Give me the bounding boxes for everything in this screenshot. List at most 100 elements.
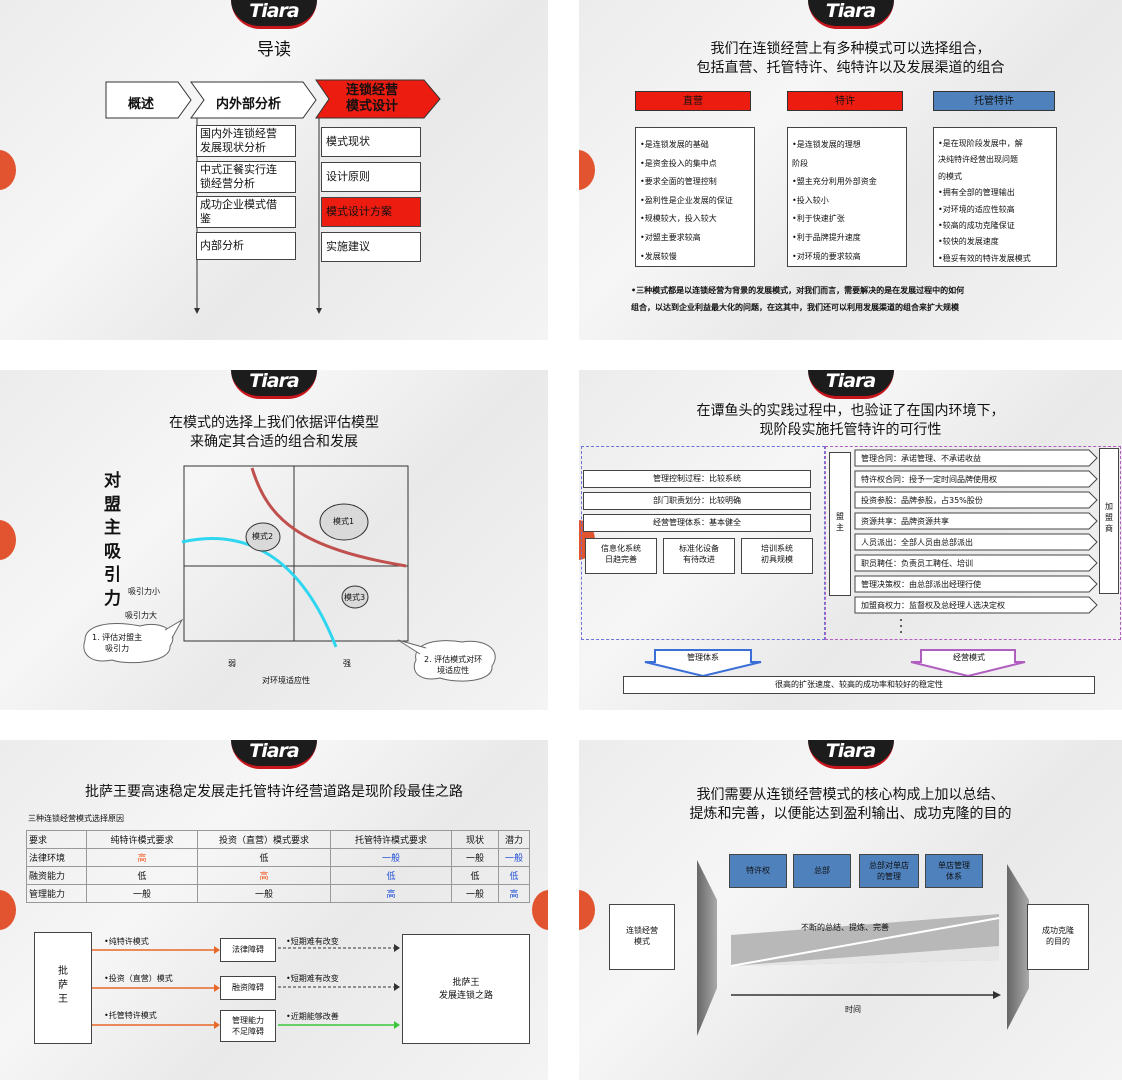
reason-table: 要求 纯特许模式要求 投资（直营）模式要求 托管特许模式要求 现状 潜力 法律环… [26,830,530,903]
tiara-logo: Tiara [231,370,317,399]
slide-title: 导读 [257,40,291,60]
small-box-1: 信息化系统 日趋完善 [585,538,657,574]
ops-arrow [910,649,1026,678]
callout-1: 1. 评估对盟主 吸引力 [92,633,143,653]
tiara-logo: Tiara [807,740,894,769]
slide-title: 在模式的选择上我们依据评估模型 来确定其合适的组合和发展 [169,415,379,450]
yaxis-label: 对 盟 主 吸 引 力 [104,471,121,609]
tiara-logo: Tiara [807,370,894,399]
table-subtitle: 三种连锁经营模式选择原因 [28,814,124,823]
orange-dot-right [532,890,548,930]
large-attraction: 吸引力大 [125,611,157,620]
right-arrows [644,449,1098,678]
right-item-5: 人员派出：全部人员由总部派出 [861,538,973,547]
small-box-2: 标准化设备 有待改进 [663,538,735,574]
analysis-chevron [190,81,317,119]
table-row: 管理能力 一般 一般 高 一般 高 [26,884,530,903]
top-box-2: 总部 [793,854,851,888]
slide-modes: Tiara 我们在连锁经营上有多种模式可以选择组合， 包括直营、托管特许、纯特许… [579,0,1122,340]
guide-diagram [105,79,441,314]
right-item-2: 特许权合同：授予一定时间品牌使用权 [861,475,997,484]
orange-dot-left [0,890,16,930]
time-label: 时间 [845,1005,861,1014]
tiara-logo: Tiara [231,0,317,29]
barrier-flow [92,944,400,1029]
top-box-1: 特许权 [729,854,787,888]
mode-1: •纯特许模式 [104,937,149,946]
right-item-8: 加盟商权力：监督权及总经理人选决定权 [861,601,1005,610]
left-box: 连锁经营 模式 [609,904,675,970]
outcome-2: •短期难有改变 [286,974,339,983]
callout-2: 2. 评估模式对环 境适应性 [424,655,483,675]
mode3-label: 模式3 [344,593,366,602]
right-item-6: 职员聘任：负责员工聘任、培训 [861,559,973,568]
slide-practice: Tiara 在谭鱼头的实践过程中，也验证了在国内环境下， 现阶段实施托管特许的可… [579,370,1122,710]
overview-chevron [105,81,192,119]
table-header: 要求 纯特许模式要求 投资（直营）模式要求 托管特许模式要求 现状 潜力 [26,830,530,849]
right-item-2: 设计原则 [321,162,421,192]
left-item-3: 经营管理体系：基本健全 [583,514,811,532]
orange-dot-left [579,890,595,930]
tiara-logo: Tiara [807,0,894,29]
orange-dot-left [579,150,595,190]
mid-label: 不断的总结、提炼、完善 [801,923,889,932]
top-box-3: 总部对单店 的管理 [859,854,919,888]
pizza-king-box: 批 萨 王 [34,932,92,1044]
design-label: 连锁经营 模式设计 [346,83,399,114]
mode-2: •投资（直营）模式 [104,974,173,983]
orange-dot-left [0,150,16,190]
bottom-result: 很高的扩张速度、较高的成功率和较好的稳定性 [623,676,1095,694]
barrier-3: 管理能力 不足障碍 [220,1010,276,1042]
overview-label: 概述 [128,97,155,112]
col-direct-list: •是连锁发展的基础•是资金投入的集中点•要求全面的管理控制•盈利性是企业发展的保… [635,127,755,267]
right-item-7: 管理决策权：由总部派出经理行使 [861,580,981,589]
ops-arrow-label: 经营模式 [953,653,985,662]
left-item-2: 中式正餐实行连 锁经营分析 [196,161,296,193]
summary-note: •三种模式都是以连锁经营为背景的发展模式，对我们而言，需要解决的是在发展过程中的… [631,286,965,312]
mode-3: •托管特许模式 [104,1011,157,1020]
slide-guide: Tiara 导读 概述 内外部分析 连锁经营 模式设计 国内外连锁经营 发展现状… [0,0,548,340]
col-franchise-header: 特许 [787,91,903,111]
slide-title: 我们需要从连锁经营模式的核心构成上加以总结、 提炼和完善，以便能达到盈利输出、成… [689,787,1012,822]
franchisee-box: 加 盟 商 [1099,448,1119,594]
mode2-label: 模式2 [252,532,274,541]
mgmt-arrow-label: 管理体系 [687,653,719,662]
left-item-1: 管理控制过程：比较系统 [583,470,811,488]
slide-core-components: Tiara 我们需要从连锁经营模式的核心构成上加以总结、 提炼和完善，以便能达到… [579,740,1122,1080]
slide-title: 我们在连锁经营上有多种模式可以选择组合， 包括直营、托管特许、纯特许以及发展渠道… [696,41,1005,76]
top-box-4: 单店管理 体系 [925,854,983,888]
mgmt-arrow [644,649,762,678]
core-diagram [697,860,1029,1036]
right-item-1: 管理合同：承诺管理、不承诺收益 [861,454,981,463]
right-dashed-frame [825,446,1121,640]
outcome-1: •短期难有改变 [286,937,339,946]
slide-evaluation: Tiara 在模式的选择上我们依据评估模型 来确定其合适的组合和发展 对 盟 主… [0,370,548,710]
tiara-logo: Tiara [231,740,317,769]
right-item-3: 投资参股：品牌参股，占35%股份 [861,496,983,505]
slide-title: 在谭鱼头的实践过程中，也验证了在国内环境下， 现阶段实施托管特许的可行性 [696,403,1005,438]
left-item-2: 部门职责划分：比较明确 [583,492,811,510]
col-managed-list: •是在现阶段发展中，解决纯特许经营出现问题的模式•拥有全部的管理输出•对环境的适… [933,127,1057,267]
small-attraction: 吸引力小 [128,587,160,596]
strong-label: 强 [343,659,351,668]
left-dashed-frame [581,446,825,640]
design-chevron [315,79,441,119]
left-item-4: 内部分析 [196,232,296,260]
col-direct-header: 直营 [635,91,751,111]
analysis-label: 内外部分析 [216,97,282,112]
right-box: 成功克隆 的目的 [1027,904,1089,970]
mode1-label: 模式1 [333,517,355,526]
barrier-1: 法律障碍 [220,938,276,962]
slide-title: 批萨王要高速稳定发展走托管特许经营道路是现阶段最佳之路 [85,784,463,800]
outcome-3: •近期能够改善 [286,1012,339,1021]
small-box-3: 培训系统 初具规模 [741,538,813,574]
orange-dot-left [0,520,16,560]
col-franchise-list: •是连锁发展的理想阶段•盟主充分利用外部资金•投入较小•利于快速扩张•利于品牌提… [787,127,907,267]
weak-label: 弱 [228,659,236,668]
right-item-4: 实施建议 [321,232,421,262]
xaxis-label: 对环境适应性 [262,676,310,685]
left-item-1: 国内外连锁经营 发展现状分析 [196,125,296,157]
right-item-1: 模式现状 [321,127,421,157]
col-managed-header: 托管特许 [933,91,1055,111]
right-item-4: 资源共享：品牌资源共享 [861,517,949,526]
